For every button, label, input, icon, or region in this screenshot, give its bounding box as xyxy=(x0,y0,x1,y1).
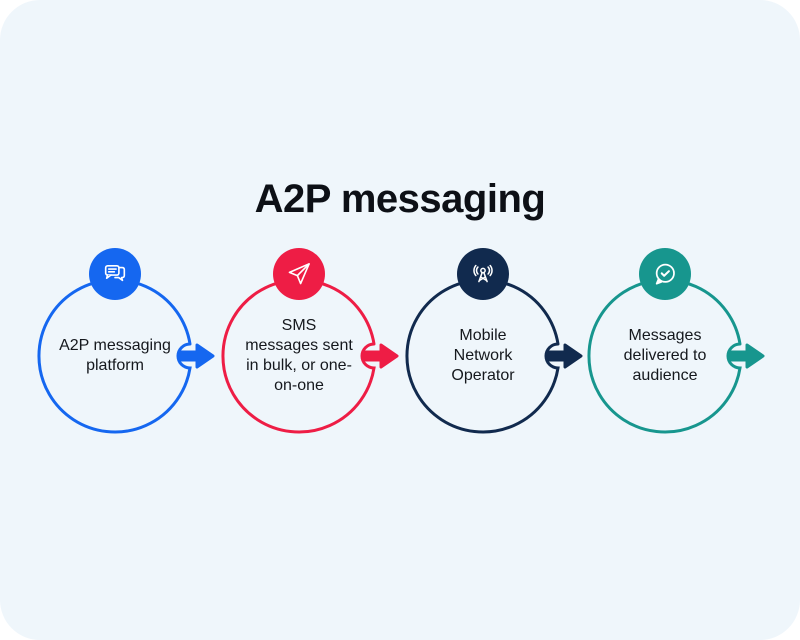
next-arrow-icon xyxy=(362,343,399,369)
paper-plane-icon xyxy=(273,248,325,300)
step-label: Messages delivered to audience xyxy=(623,327,707,384)
next-arrow-icon xyxy=(178,343,215,369)
step-label: A2P messaging platform xyxy=(59,337,171,374)
step-mobile-network-operator: Mobile Network Operator xyxy=(405,248,625,438)
next-arrow-icon xyxy=(728,343,765,369)
step-label: Mobile Network Operator xyxy=(451,327,515,384)
page-title: A2P messaging xyxy=(254,176,546,221)
chat-bubbles-icon xyxy=(89,248,141,300)
next-arrow-icon xyxy=(546,343,583,369)
step-sms-messages: SMS messages sent in bulk, or one- on-on… xyxy=(221,248,441,438)
broadcast-tower-icon xyxy=(457,248,509,300)
step-a2p-platform: A2P messaging platform xyxy=(37,248,257,438)
chat-check-icon xyxy=(639,248,691,300)
step-messages-delivered: Messages delivered to audience xyxy=(587,248,800,438)
step-label: SMS messages sent in bulk, or one- on-on… xyxy=(245,317,353,394)
